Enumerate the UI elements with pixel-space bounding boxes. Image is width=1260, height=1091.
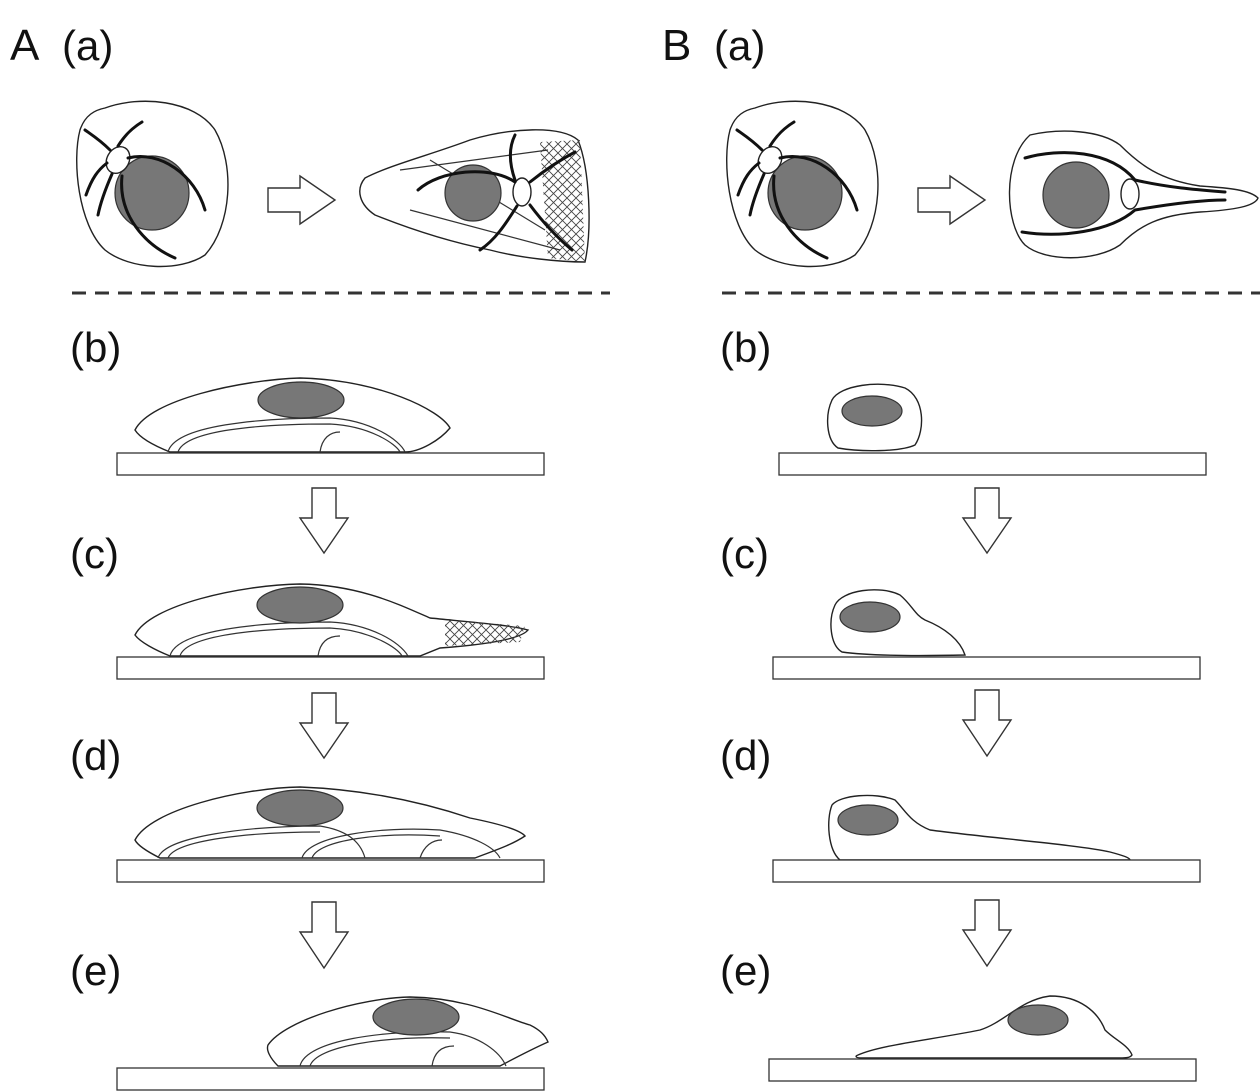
panel-b-elongated-cell-top-view xyxy=(1009,131,1258,258)
panel-b-transition-arrow xyxy=(918,176,985,224)
panel-a-substrate-e xyxy=(117,1068,544,1090)
panel-a-step-b-label: (b) xyxy=(70,324,121,371)
panel-a: A (a) xyxy=(10,21,610,1090)
panel-b-substrate-e xyxy=(769,1059,1196,1081)
panel-a-step-d-label: (d) xyxy=(70,732,121,779)
panel-a-step-c-label: (c) xyxy=(70,530,119,577)
panel-a-substrate-c xyxy=(117,657,544,679)
panel-b-cell-side-view-b xyxy=(828,384,922,450)
panel-b-down-arrow-3 xyxy=(963,900,1011,966)
panel-b-down-arrow-1 xyxy=(963,488,1011,553)
panel-b-step-c-label: (c) xyxy=(720,530,769,577)
panel-a-cell-side-view-d xyxy=(135,787,525,858)
panel-b-step-b-label: (b) xyxy=(720,324,771,371)
panel-a-transition-arrow xyxy=(268,176,335,224)
panel-b-cell-side-view-c xyxy=(831,590,965,656)
panel-b-round-cell-top-view xyxy=(727,101,878,266)
panel-b-cell-side-view-e xyxy=(856,996,1132,1058)
panel-a-cell-side-view-c xyxy=(135,584,528,656)
panel-a-down-arrow-3 xyxy=(300,902,348,968)
panel-a-down-arrow-2 xyxy=(300,693,348,758)
panel-b-step-a-label: (a) xyxy=(714,22,765,69)
panel-b-substrate-c xyxy=(773,657,1200,679)
panel-a-substrate-b xyxy=(117,453,544,475)
panel-b-step-e-label: (e) xyxy=(720,947,771,994)
panel-b-step-d-label: (d) xyxy=(720,732,771,779)
panel-b-down-arrow-2 xyxy=(963,690,1011,756)
panel-a-letter: A xyxy=(10,21,40,70)
panel-b: B (a) (b) xyxy=(662,21,1260,1081)
panel-b-substrate-d xyxy=(773,860,1200,882)
panel-a-step-e-label: (e) xyxy=(70,947,121,994)
panel-a-down-arrow-1 xyxy=(300,488,348,553)
panel-b-cell-side-view-d xyxy=(829,795,1130,860)
panel-a-substrate-d xyxy=(117,860,544,882)
panel-b-letter: B xyxy=(662,21,691,70)
panel-b-substrate-b xyxy=(779,453,1206,475)
panel-a-cell-side-view-b xyxy=(135,378,450,452)
panel-a-round-cell-top-view xyxy=(77,101,228,266)
panel-a-step-a-label: (a) xyxy=(62,22,113,69)
panel-a-polarized-cell-top-view xyxy=(360,130,589,262)
panel-a-cell-side-view-e xyxy=(267,997,548,1066)
